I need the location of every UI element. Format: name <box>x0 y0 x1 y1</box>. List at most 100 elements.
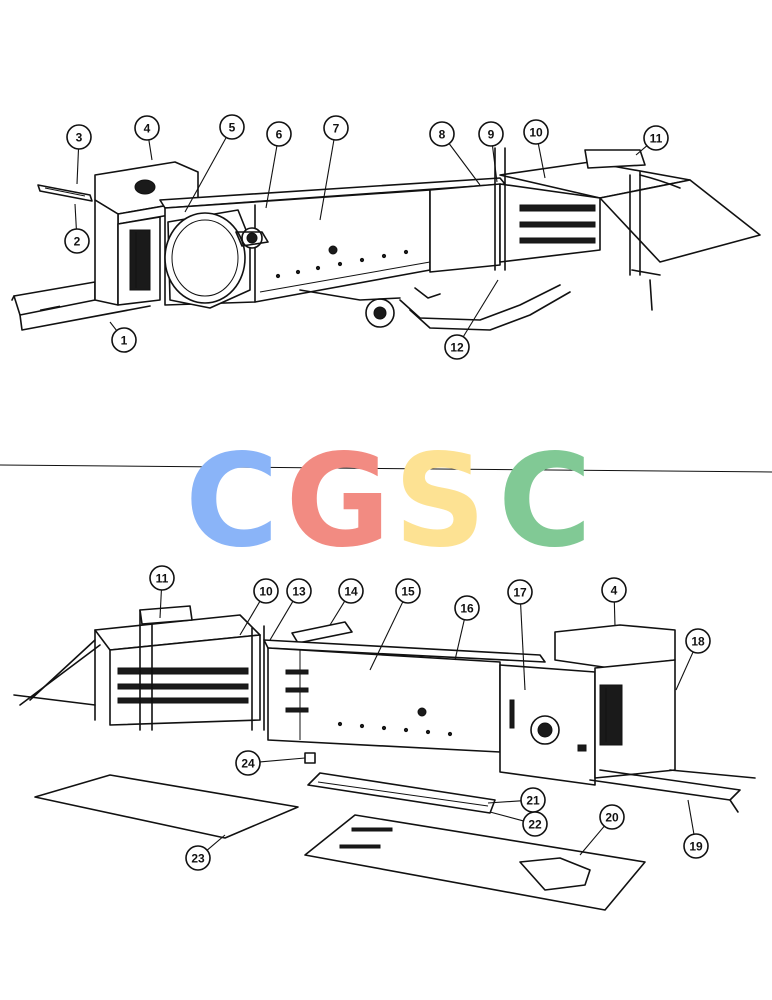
callout-label: 10 <box>529 126 543 140</box>
callout-6: 6 <box>265 121 292 209</box>
section-divider <box>0 464 772 473</box>
callout-12: 12 <box>444 279 499 360</box>
callout-circle <box>253 578 279 604</box>
callout-circle <box>683 833 709 859</box>
callout-leader <box>74 203 77 230</box>
callout-label: 17 <box>513 586 527 600</box>
callout-label: 3 <box>76 131 83 145</box>
callout-24: 24 <box>235 750 306 776</box>
bottom-base-rail <box>589 769 756 813</box>
callout-9: 9 <box>478 121 504 183</box>
callout-17: 17 <box>507 579 533 691</box>
callout-circle <box>454 595 480 621</box>
callout-10: 10 <box>523 119 549 179</box>
callout-label: 10 <box>259 585 273 599</box>
watermark-letter: G <box>285 427 390 576</box>
bottom-flap <box>291 621 353 644</box>
callout-circle <box>338 578 364 604</box>
callout-13: 13 <box>269 578 312 641</box>
callout-leader <box>613 601 616 627</box>
callout-leader <box>329 600 346 626</box>
callout-23: 23 <box>185 834 226 871</box>
callout-circle <box>64 228 90 254</box>
callout-label: 11 <box>650 132 663 146</box>
callout-label: 19 <box>689 840 703 854</box>
callout-19: 19 <box>683 799 709 859</box>
callout-circle <box>185 845 211 871</box>
callout-leader <box>184 137 227 213</box>
callout-leader <box>76 148 80 185</box>
callout-leader <box>265 145 278 209</box>
callout-leader <box>259 757 306 763</box>
top-lower-frame <box>299 284 571 331</box>
callout-5: 5 <box>184 114 245 213</box>
callout-label: 6 <box>276 128 283 142</box>
callout-label: 2 <box>74 235 81 249</box>
callout-circle <box>523 119 549 145</box>
callout-label: 11 <box>156 572 169 586</box>
callout-leader <box>489 811 524 822</box>
callout-circle <box>219 114 245 140</box>
top-bolts <box>275 249 409 279</box>
top-left-arm <box>37 184 93 202</box>
bottom-callouts: 11 10 13 14 15 16 17 4 18 19 20 21 22 23 24 <box>149 565 711 871</box>
callout-label: 9 <box>488 128 495 142</box>
callout-leader <box>269 601 294 641</box>
callout-1: 1 <box>109 321 137 353</box>
callout-leader <box>675 651 694 691</box>
callout-label: 16 <box>460 602 474 616</box>
callout-label: 13 <box>292 585 306 599</box>
callout-21: 21 <box>487 787 546 813</box>
callout-label: 1 <box>121 334 128 348</box>
callout-3: 3 <box>66 124 92 185</box>
callout-16: 16 <box>454 595 480 661</box>
callout-label: 8 <box>439 128 446 142</box>
callout-11: 11 <box>635 125 669 156</box>
callout-leader <box>159 589 162 619</box>
callout-circle <box>643 125 669 151</box>
callout-circle <box>235 750 261 776</box>
callout-20: 20 <box>579 804 625 856</box>
top-right-carriage <box>494 147 761 311</box>
callout-4: 4 <box>134 115 160 161</box>
callout-circle <box>266 121 292 147</box>
callout-label: 15 <box>401 585 415 599</box>
callout-leader <box>487 800 522 804</box>
callout-label: 22 <box>528 818 542 832</box>
callout-leader <box>579 825 605 856</box>
callout-4: 4 <box>601 577 627 627</box>
callout-circle <box>685 628 711 654</box>
callout-leader <box>319 139 335 221</box>
callout-leader <box>239 601 261 636</box>
callout-leader <box>148 139 153 161</box>
callout-leader <box>462 279 499 338</box>
callout-leader <box>109 321 118 331</box>
callout-circle <box>429 121 455 147</box>
bottom-conveyor-body <box>263 639 546 753</box>
bottom-left-carriage <box>94 605 265 731</box>
callout-circle <box>478 121 504 147</box>
callout-label: 4 <box>611 584 618 598</box>
watermark-letter: S <box>394 427 486 576</box>
bottom-ropes <box>13 639 101 706</box>
callout-circle <box>66 124 92 150</box>
callout-leader <box>537 143 546 179</box>
bottom-assembly: 11 10 13 14 15 16 17 4 18 19 20 21 22 23 24 <box>13 565 756 911</box>
callout-circle <box>444 334 470 360</box>
callout-label: 18 <box>691 635 705 649</box>
callout-circle <box>599 804 625 830</box>
callout-18: 18 <box>675 628 711 691</box>
callout-circle <box>323 115 349 141</box>
callout-14: 14 <box>329 578 364 626</box>
callout-label: 24 <box>241 757 255 771</box>
callout-leader <box>448 143 481 186</box>
callout-label: 12 <box>450 341 464 355</box>
bottom-loose-parts <box>34 752 646 911</box>
watermark-letter: C <box>498 427 592 576</box>
callout-15: 15 <box>369 578 421 671</box>
callout-circle <box>134 115 160 141</box>
